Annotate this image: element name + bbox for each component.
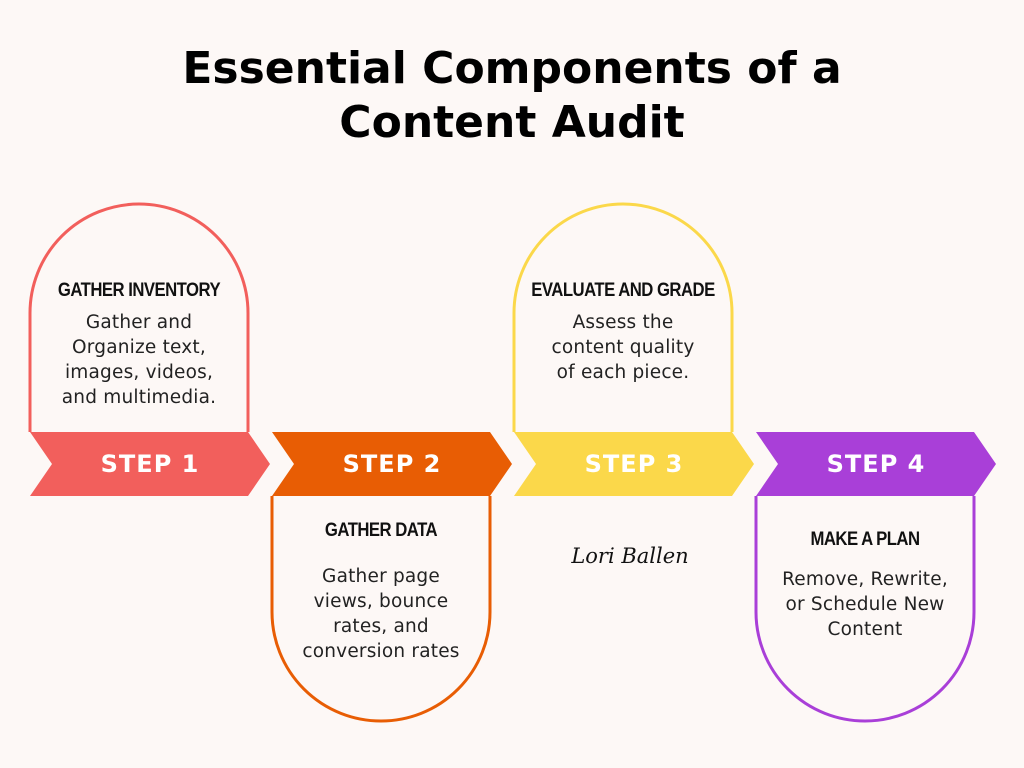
author-signature: Lori Ballen (571, 544, 689, 568)
step-3-heading: EVALUATE AND GRADE (531, 280, 715, 301)
step-1-line: Organize text, (72, 337, 206, 358)
step-2-card-outline (270, 496, 492, 723)
step-1-card-outline (28, 202, 250, 432)
step-1-heading: GATHER INVENTORY (57, 280, 221, 301)
step-4-line: or Schedule New (785, 594, 945, 615)
step-4-line: Content (827, 619, 903, 640)
page-title: Essential Components of a Content Audit (0, 42, 1024, 150)
step-3-line: content quality (551, 337, 695, 358)
step-3-card-outline (512, 202, 734, 432)
step-2-line: views, bounce (313, 591, 449, 612)
step-2-description: Gather page views, bounce rates, and con… (272, 564, 490, 664)
step-3-card: EVALUATE AND GRADE Assess the content qu… (514, 280, 732, 385)
step-4-card: MAKE A PLAN Remove, Rewrite, or Schedule… (756, 529, 974, 642)
step-3-description: Assess the content quality of each piece… (514, 310, 732, 385)
step-4-label: STEP 4 (826, 450, 926, 478)
title-line-1: Essential Components of a (182, 43, 842, 94)
step-4-heading: MAKE A PLAN (810, 529, 920, 550)
step-2-line: Gather page (322, 566, 440, 587)
step-4-description: Remove, Rewrite, or Schedule New Content (756, 567, 974, 642)
step-2-label: STEP 2 (342, 450, 442, 478)
title-line-2: Content Audit (339, 97, 685, 148)
step-2-line: rates, and (333, 616, 429, 637)
step-1-card: GATHER INVENTORY Gather and Organize tex… (30, 280, 248, 410)
step-3-banner (514, 432, 754, 496)
step-1-line: and multimedia. (61, 387, 217, 408)
step-1-label: STEP 1 (100, 450, 200, 478)
step-3-line: Assess the (572, 312, 674, 333)
step-2-line: conversion rates (302, 641, 460, 662)
step-1-banner (30, 432, 270, 496)
step-1-line: images, videos, (64, 362, 214, 383)
step-2-banner (272, 432, 512, 496)
step-3-label: STEP 3 (584, 450, 684, 478)
step-2-card: GATHER DATA Gather page views, bounce ra… (272, 520, 490, 664)
step-4-line: Remove, Rewrite, (782, 569, 948, 590)
step-3-line: of each piece. (556, 362, 690, 383)
step-4-banner (756, 432, 996, 496)
step-1-line: Gather and (85, 312, 193, 333)
step-4-card-outline (754, 496, 976, 723)
step-2-heading: GATHER DATA (324, 520, 438, 541)
step-1-description: Gather and Organize text, images, videos… (30, 310, 248, 410)
